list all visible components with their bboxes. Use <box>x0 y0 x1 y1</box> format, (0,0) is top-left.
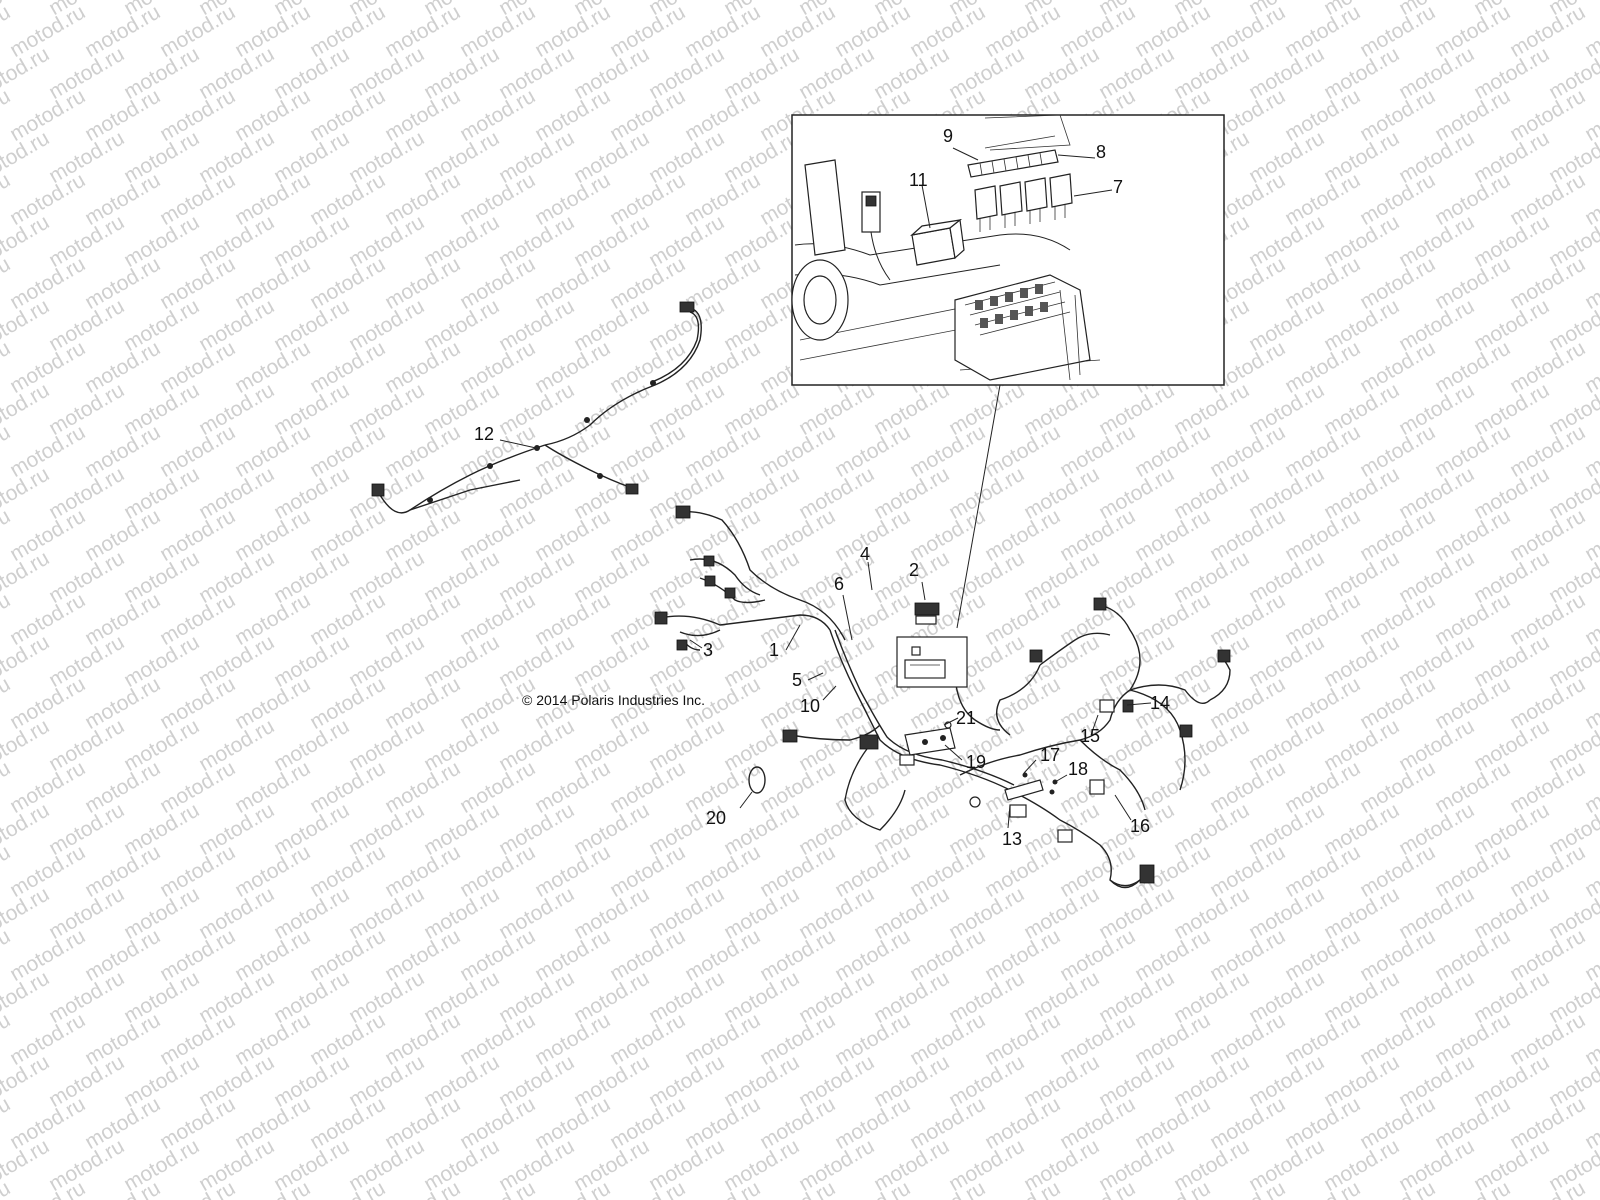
callout-13: 13 <box>1002 829 1022 849</box>
callout-5: 5 <box>792 670 802 690</box>
fuse-box <box>954 274 1091 381</box>
copyright-notice: © 2014 Polaris Industries Inc. <box>522 692 705 708</box>
callout-12: 12 <box>474 424 494 444</box>
leader-lines <box>689 561 1152 829</box>
callout-16: 16 <box>1130 816 1150 836</box>
fuse-box-detail-inset <box>791 114 1225 629</box>
callout-4: 4 <box>860 544 870 564</box>
callout-15: 15 <box>1080 726 1100 746</box>
callout-19: 19 <box>966 752 986 772</box>
callout-2: 2 <box>909 560 919 580</box>
callout-3: 3 <box>703 640 713 660</box>
callout-11: 11 <box>909 170 928 190</box>
bracket-19 <box>904 721 956 756</box>
grommet-20 <box>739 766 766 809</box>
callout-7: 7 <box>1113 177 1123 197</box>
callout-labels: 1 2 3 4 5 6 7 8 9 10 11 12 13 14 15 16 1… <box>474 126 1170 849</box>
fuse-row-8-9 <box>967 135 1059 178</box>
relay-11 <box>910 218 965 266</box>
fuse-box-small <box>896 602 968 688</box>
callout-1: 1 <box>769 640 779 660</box>
relay-row-7 <box>974 173 1073 232</box>
bracket-13 <box>1004 772 1058 801</box>
callout-17: 17 <box>1040 745 1060 765</box>
callout-20: 20 <box>706 808 726 828</box>
callout-18: 18 <box>1068 759 1088 779</box>
callout-21: 21 <box>956 708 976 728</box>
callout-8: 8 <box>1096 142 1106 162</box>
rear-harness-12 <box>371 301 702 514</box>
main-harness-1 <box>654 505 1231 889</box>
callout-14: 14 <box>1150 693 1170 713</box>
callout-10: 10 <box>800 696 820 716</box>
callout-6: 6 <box>834 574 844 594</box>
callout-9: 9 <box>943 126 953 146</box>
